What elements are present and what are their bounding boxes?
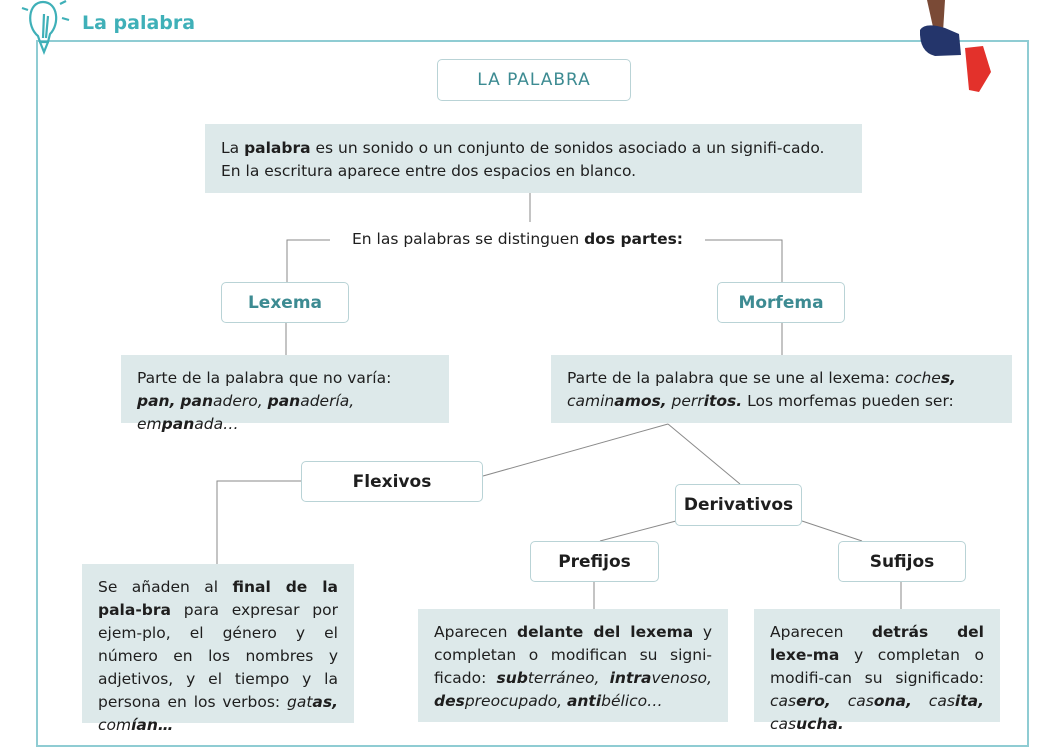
definition-sufijos: Aparecen detrás del lexe-ma y completan … xyxy=(754,609,1000,733)
text-segment: as, xyxy=(312,693,338,711)
text-segment: palabra xyxy=(244,139,311,157)
text-segment: cas xyxy=(911,692,955,710)
text-segment: para expresar por ejem-plo, el género y … xyxy=(98,601,338,711)
text-segment: cas xyxy=(830,692,874,710)
text-segment: intra xyxy=(609,669,652,687)
text-segment: detrás del lexe-ma xyxy=(770,623,984,664)
text-segment: dos partes: xyxy=(584,230,684,248)
text-segment: ita, xyxy=(954,692,984,710)
text-segment: com xyxy=(98,716,132,734)
text-segment: y completan o modifican su signi-ficado: xyxy=(434,623,712,687)
text-segment: bélico… xyxy=(601,692,663,710)
text-segment: La xyxy=(221,139,245,157)
text-segment: Parte de la palabra que no varía: xyxy=(137,369,392,387)
text-segment: ada… xyxy=(194,415,239,433)
text-segment: preocupado, xyxy=(464,692,567,710)
node-morfema: Morfema xyxy=(717,282,845,323)
text-segment: Parte de la palabra que se une al lexema… xyxy=(567,369,895,387)
definition-flexivos: Se añaden al final de la pala-bra para e… xyxy=(82,564,354,734)
text-segment: es un sonido o un conjunto de sonidos as… xyxy=(221,139,825,180)
lightbulb-icon xyxy=(21,0,70,55)
text-segment: final de la pala-bra xyxy=(98,578,339,619)
text-segment: terráneo, xyxy=(527,669,610,687)
definition-morfema: Parte de la palabra que se une al lexema… xyxy=(551,355,1012,423)
definition-lexema: Parte de la palabra que no varía: pan, p… xyxy=(121,355,449,433)
text-segment: amos, xyxy=(614,392,667,410)
text-segment: gat xyxy=(287,693,313,711)
node-flexivos: Flexivos xyxy=(301,461,483,502)
text-segment: Los morfemas pueden ser: xyxy=(742,392,954,410)
text-segment: camin xyxy=(567,392,615,410)
text-segment: Aparecen xyxy=(434,623,517,641)
text-segment: Aparecen xyxy=(770,623,872,641)
text-segment: pan xyxy=(267,392,301,410)
text-segment: cas xyxy=(770,692,797,710)
text-segment: pan xyxy=(161,415,195,433)
text-segment: pan, xyxy=(137,392,176,410)
node-prefijos: Prefijos xyxy=(530,541,659,582)
node-lexema: Lexema xyxy=(221,282,349,323)
node-derivativos: Derivativos xyxy=(675,484,802,526)
text-segment: s, xyxy=(940,369,956,387)
text-segment: coche xyxy=(894,369,941,387)
node-sufijos: Sufijos xyxy=(838,541,966,582)
text-segment: Se añaden al xyxy=(98,578,233,596)
text-segment: adero, xyxy=(213,392,268,410)
text-segment: venoso, xyxy=(651,669,712,687)
text-segment: cas xyxy=(770,715,797,733)
definition-palabra: La palabra es un sonido o un conjunto de… xyxy=(205,124,862,193)
content-frame xyxy=(36,40,1029,747)
athlete-image xyxy=(919,0,991,92)
text-segment: ona, xyxy=(873,692,912,710)
text-segment: adería, em xyxy=(137,392,355,433)
text-segment: pan xyxy=(180,392,214,410)
text-segment: delante del lexema xyxy=(516,623,694,641)
text-segment: En las palabras se distinguen xyxy=(351,230,585,248)
text-segment: ero, xyxy=(796,692,831,710)
text-segment: y completan o modifi-can su significado: xyxy=(770,646,984,687)
definition-prefijos: Aparecen delante del lexema y completan … xyxy=(418,609,728,722)
text-segment: itos. xyxy=(703,392,743,410)
text-segment: perr xyxy=(666,392,704,410)
text-segment: sub xyxy=(496,669,528,687)
section-title: La palabra xyxy=(82,12,196,34)
text-segment: ucha. xyxy=(796,715,844,733)
text-segment: anti xyxy=(566,692,602,710)
text-segment: ían… xyxy=(131,716,174,734)
node-la-palabra: LA PALABRA xyxy=(437,59,631,101)
text-segment: des xyxy=(434,692,465,710)
connector-text: En las palabras se distinguen dos partes… xyxy=(330,230,705,248)
